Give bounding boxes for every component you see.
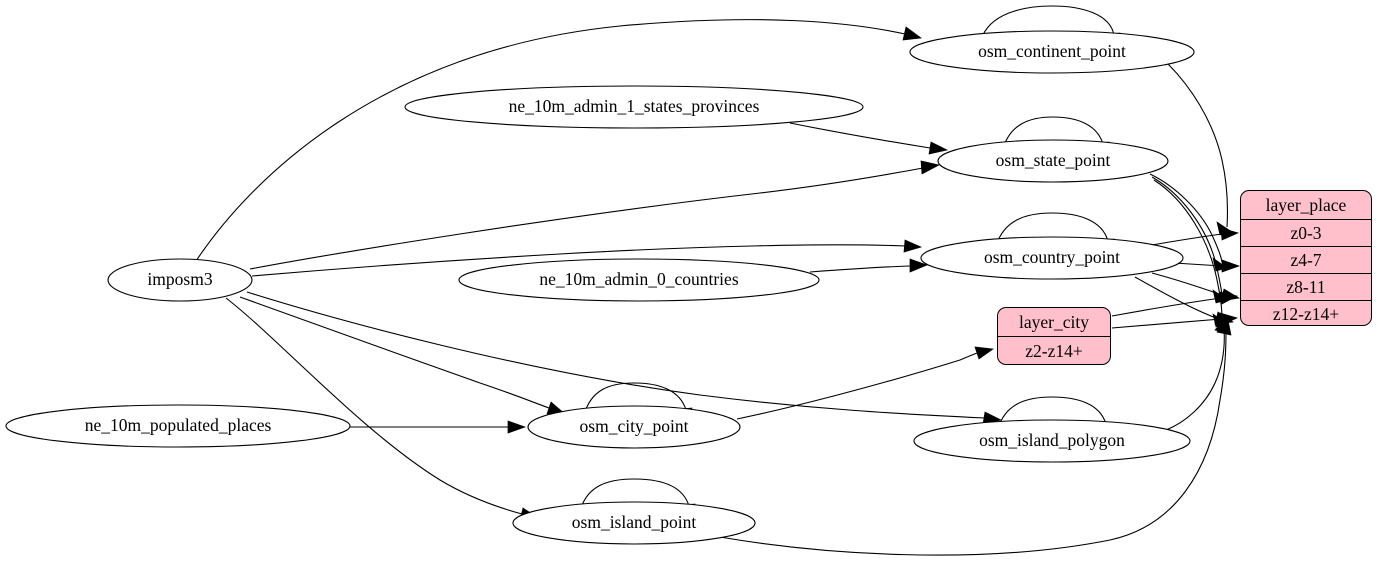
edge-osm_island_point-to-layer_place-z12_z14 bbox=[719, 329, 1227, 556]
edge-self-osm_city_point bbox=[583, 382, 687, 416]
edge-self-osm_country_point bbox=[995, 212, 1109, 247]
edge-osm_state_point-to-layer_place-z12_z14 bbox=[1153, 179, 1223, 319]
record-node-layer_city[interactable]: layer_city z2-z14+ bbox=[997, 307, 1111, 365]
edge-osm_continent_point-to-layer_place-z0_3 bbox=[1167, 63, 1229, 228]
node-osm_city_point-shape[interactable] bbox=[527, 405, 741, 449]
edge-imposm3-to-osm_city_point bbox=[239, 296, 550, 409]
node-osm_state_point[interactable]: osm_state_point bbox=[937, 139, 1169, 183]
edge-osm_city_point-to-layer_city bbox=[736, 352, 978, 420]
node-ne_10m_admin_0_countries-shape[interactable] bbox=[458, 258, 820, 302]
edge-imposm3-to-osm_country_point bbox=[251, 244, 906, 277]
node-osm_state_point-shape[interactable] bbox=[937, 139, 1169, 183]
edge-imposm3-to-osm_state_point bbox=[249, 167, 924, 270]
node-ne_10m_populated_places[interactable]: ne_10m_populated_places bbox=[5, 404, 351, 448]
edge-osm_island_polygon-to-layer_place-z12_z14 bbox=[1165, 327, 1225, 431]
node-ne_10m_admin_0_countries[interactable]: ne_10m_admin_0_countries bbox=[458, 258, 820, 302]
record-row-layer_place-title: layer_place bbox=[1265, 194, 1347, 215]
node-osm_continent_point-shape[interactable] bbox=[909, 30, 1195, 74]
node-osm_island_point[interactable]: osm_island_point bbox=[512, 501, 756, 545]
arrowhead-osm_city_point-in-b bbox=[507, 420, 527, 434]
record-row-layer_place-z12-z14plus[interactable]: z12-z14+ bbox=[1241, 300, 1371, 325]
arrowhead-osm_continent_point-in bbox=[902, 26, 922, 41]
edge-self-osm_island_point bbox=[579, 478, 690, 512]
record-row-layer_place-z4-7[interactable]: z4-7 bbox=[1241, 246, 1371, 273]
node-osm_continent_point[interactable]: osm_continent_point bbox=[909, 30, 1195, 74]
edge-imposm3-to-osm_island_polygon bbox=[246, 291, 986, 419]
edge-osm_state_point-to-layer_place-z8_11 bbox=[1151, 176, 1223, 295]
node-osm_island_polygon-shape[interactable] bbox=[913, 419, 1191, 463]
record-node-layer_place[interactable]: layer_place z0-3 z4-7 z8-11 z12-z14+ bbox=[1240, 190, 1372, 326]
arrowhead-layer_place-z0_3-b bbox=[1220, 227, 1240, 241]
record-row-layer_city-z2-z14plus[interactable]: z2-z14+ bbox=[998, 336, 1110, 364]
edge-osm_country_point-to-layer_place-z8_11 bbox=[1151, 272, 1223, 296]
node-osm_island_point-shape[interactable] bbox=[512, 501, 756, 545]
node-ne_10m_populated_places-shape[interactable] bbox=[5, 404, 351, 448]
edge-ne_10m_admin_1_states_provinces-to-osm_state_point bbox=[789, 122, 931, 149]
edge-layer_city-to-layer_place-z8_11 bbox=[1111, 297, 1222, 317]
edge-layer_city-to-layer_place-z12_z14 bbox=[1111, 318, 1222, 329]
edge-self-osm_state_point bbox=[1002, 116, 1104, 150]
arrowhead-osm_state_point-in-a bbox=[920, 160, 941, 175]
edge-ne_10m_admin_0_countries-to-osm_country_point bbox=[809, 265, 911, 273]
arrowhead-layer_city-in bbox=[974, 346, 994, 360]
arrowhead-layer_place-z12_z14-e bbox=[1216, 319, 1232, 336]
node-osm_country_point[interactable]: osm_country_point bbox=[920, 236, 1184, 280]
node-ne_10m_admin_1_states_provinces-shape[interactable] bbox=[404, 85, 864, 129]
edge-imposm3-to-osm_continent_point bbox=[195, 19, 906, 262]
arrowhead-layer_place-z8_11-c bbox=[1219, 291, 1238, 305]
node-osm_country_point-shape[interactable] bbox=[920, 236, 1184, 280]
record-row-layer_city-title: layer_city bbox=[1019, 311, 1089, 332]
node-osm_island_polygon[interactable]: osm_island_polygon bbox=[913, 419, 1191, 463]
arrowhead-osm_state_point-in-b bbox=[928, 141, 949, 155]
edge-imposm3-to-osm_island_point bbox=[225, 297, 523, 515]
arrowhead-osm_country_point-in-b bbox=[909, 258, 928, 273]
edge-self-osm_continent_point bbox=[980, 5, 1115, 41]
node-osm_city_point[interactable]: osm_city_point bbox=[527, 405, 741, 449]
arrowhead-osm_country_point-in-a bbox=[903, 239, 923, 253]
record-row-layer_place-z8-11[interactable]: z8-11 bbox=[1241, 273, 1371, 300]
record-row-layer_place-z0-3[interactable]: z0-3 bbox=[1241, 219, 1371, 246]
node-imposm3[interactable]: imposm3 bbox=[107, 258, 253, 302]
node-ne_10m_admin_1_states_provinces[interactable]: ne_10m_admin_1_states_provinces bbox=[404, 85, 864, 129]
edge-osm_country_point-to-layer_place-z12_z14 bbox=[1134, 276, 1217, 319]
node-imposm3-shape[interactable] bbox=[107, 258, 253, 302]
edge-osm_country_point-to-layer_place-z0_3 bbox=[1151, 233, 1223, 246]
edge-self-osm_island_polygon bbox=[997, 396, 1107, 430]
arrowhead-layer_place-z4_7-b bbox=[1221, 259, 1241, 273]
node-layer: imposm3 ne_10m_admin_1_states_provinces … bbox=[5, 30, 1195, 545]
